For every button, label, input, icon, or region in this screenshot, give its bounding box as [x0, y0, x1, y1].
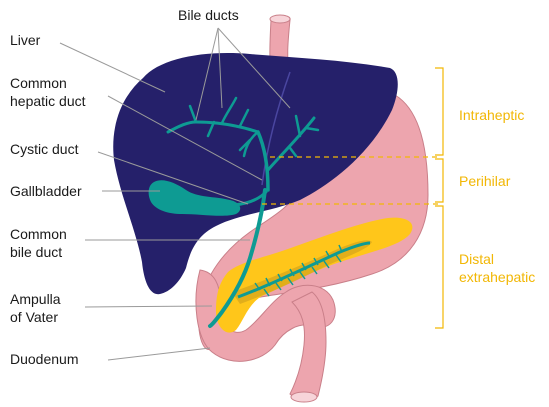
jejunum-opening: [291, 392, 317, 402]
distal-extrahepatic-bracket: [435, 206, 443, 328]
label-common-bile-duct: Common bile duct: [10, 225, 67, 261]
region-label-distal-extrahepatic: Distal extrahepatic: [459, 250, 535, 286]
intrahepatic-bracket: [435, 68, 443, 155]
label-cystic-duct: Cystic duct: [10, 140, 78, 158]
label-common-bile-duct-line2: bile duct: [10, 243, 67, 261]
label-duodenum: Duodenum: [10, 350, 79, 368]
label-ampulla-of-vater-line2: of Vater: [10, 308, 61, 326]
region-label-distal-extrahepatic-line2: extrahepatic: [459, 268, 535, 286]
label-common-hepatic-duct-line1: Common: [10, 74, 86, 92]
region-brackets: [435, 68, 443, 328]
region-label-intrahepatic: Intraheptic: [459, 106, 524, 124]
label-bile-ducts: Bile ducts: [178, 6, 239, 24]
ampulla-leader: [85, 306, 212, 307]
region-label-distal-extrahepatic-line1: Distal: [459, 250, 535, 268]
label-common-hepatic-duct: Common hepatic duct: [10, 74, 86, 110]
region-label-perihilar: Perihilar: [459, 172, 510, 190]
duodenum-leader: [108, 348, 210, 360]
label-liver: Liver: [10, 31, 40, 49]
label-gallbladder: Gallbladder: [10, 182, 82, 200]
label-ampulla-of-vater: Ampulla of Vater: [10, 290, 61, 326]
label-common-hepatic-duct-line2: hepatic duct: [10, 92, 86, 110]
perihilar-bracket: [435, 159, 443, 202]
label-ampulla-of-vater-line1: Ampulla: [10, 290, 61, 308]
label-common-bile-duct-line1: Common: [10, 225, 67, 243]
esophagus-opening: [270, 15, 290, 23]
